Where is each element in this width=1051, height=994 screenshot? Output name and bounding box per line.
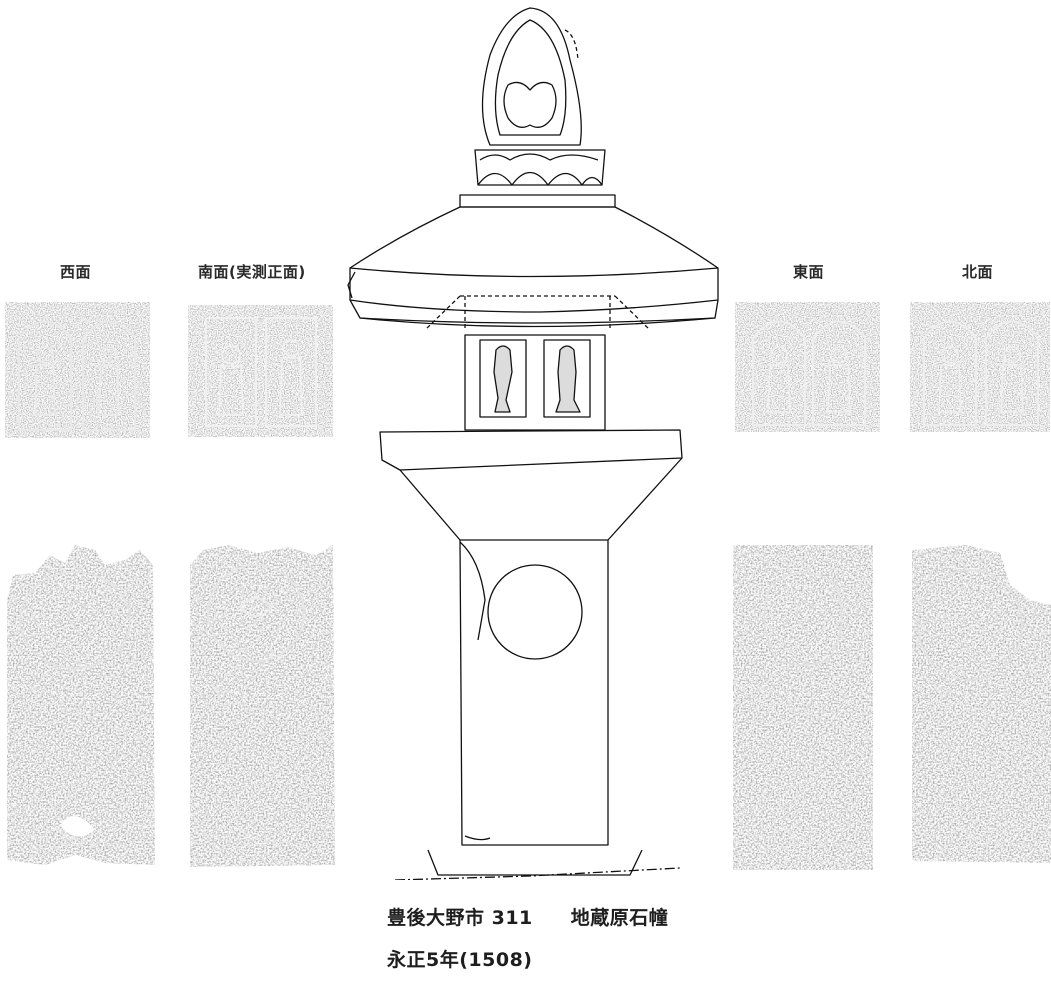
label-west-face: 西面 [60,263,92,281]
rubbing-north-lower [910,545,1051,865]
rubbing-south-lower [188,545,335,870]
caption-name: 地蔵原石幢 [570,907,669,929]
rubbing-east-upper [735,300,880,435]
rubbing-west-lower [5,545,155,870]
label-north-face: 北面 [962,263,994,281]
rubbing-east-lower [733,545,873,870]
caption-date: 永正5年(1508) [387,949,533,971]
label-south-face: 南面(実測正面) [198,263,306,281]
stone-pillar-drawing [330,0,750,881]
label-east-face: 東面 [793,263,825,281]
caption-title: 豊後大野市 311 地蔵原石幢 [387,903,668,930]
rubbing-west-upper [5,300,150,440]
rubbing-north-upper [910,300,1050,435]
rubbing-south-upper [188,300,333,440]
caption-location: 豊後大野市 311 [387,907,533,929]
